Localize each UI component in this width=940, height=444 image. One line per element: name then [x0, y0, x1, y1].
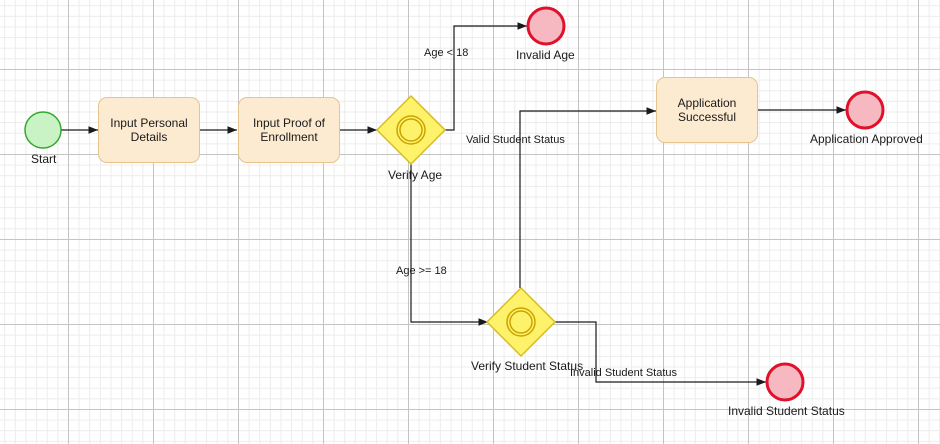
start-event-label: Start	[31, 152, 57, 166]
end-event-invalid-age[interactable]	[526, 6, 566, 46]
edge-invalid-student[interactable]	[554, 321, 766, 386]
task-input-personal-details[interactable]: Input Personal Details	[98, 97, 200, 163]
edge-valid-student[interactable]	[519, 107, 656, 288]
edge-age-gte-18[interactable]	[410, 164, 488, 326]
end-event-invalid-student-status-label: Invalid Student Status	[728, 404, 845, 418]
task-input-proof-of-enrollment[interactable]: Input Proof of Enrollment	[238, 97, 340, 163]
edge-label-invalid-student-status: Invalid Student Status	[570, 367, 678, 379]
gateway-verify-age[interactable]	[375, 94, 447, 166]
gateway-verify-age-label: Verify Age	[388, 168, 443, 182]
edge-label-age-gte-18: Age >= 18	[396, 265, 447, 277]
start-event[interactable]	[24, 111, 62, 149]
edge-label-valid-student-status: Valid Student Status	[466, 134, 565, 146]
end-event-application-approved-label: Application Approved	[810, 132, 923, 146]
edge-label-age-lt-18: Age < 18	[424, 47, 469, 59]
end-event-invalid-student-status[interactable]	[765, 362, 805, 402]
end-event-invalid-age-label: Invalid Age	[516, 48, 575, 62]
end-event-application-approved[interactable]	[845, 90, 885, 130]
edge-age-lt-18[interactable]	[445, 22, 527, 131]
task-application-successful[interactable]: Application Successful	[656, 77, 758, 143]
gateway-verify-student-status[interactable]	[485, 286, 557, 358]
gateway-verify-student-status-label: Verify Student Status	[471, 359, 584, 373]
